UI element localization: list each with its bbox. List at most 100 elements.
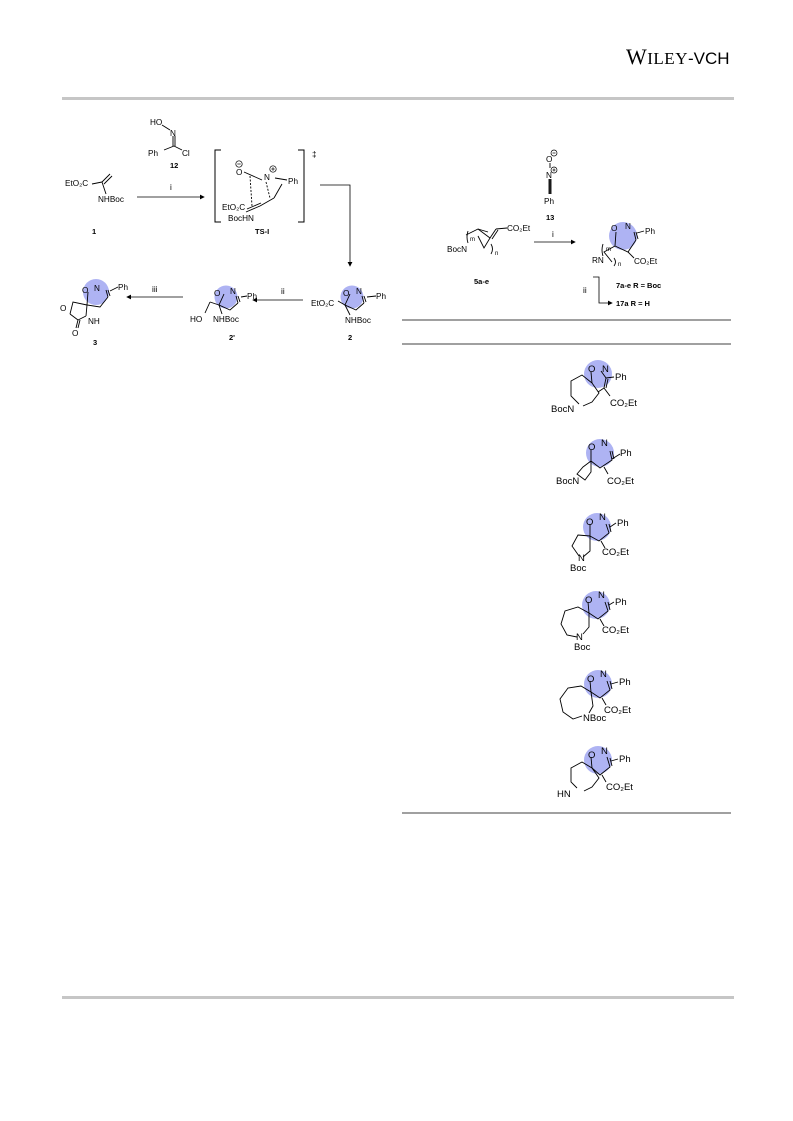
compound-1-ester: EtO₂C — [65, 179, 88, 188]
compound-3-ring-o: O — [60, 304, 66, 313]
reagent-12 — [161, 124, 183, 151]
svg-text:N: N — [599, 512, 606, 523]
compound-5-ester: CO₂Et — [507, 224, 531, 233]
svg-text:Ph: Ph — [615, 372, 627, 383]
header-rule — [62, 97, 734, 100]
svg-text:N: N — [601, 438, 608, 449]
reagent-12-oh: HO — [150, 118, 162, 127]
compound-5 — [465, 227, 508, 255]
svg-text:CO₂Et: CO₂Et — [606, 782, 633, 793]
svg-text:CO₂Et: CO₂Et — [602, 625, 629, 636]
compound-7-rn: RN — [592, 256, 604, 265]
compound-5-n-sub: n — [495, 251, 498, 257]
compound-7-o: O — [611, 224, 617, 233]
step-ii-right-label: ii — [583, 286, 587, 295]
svg-text:Ph: Ph — [615, 597, 627, 608]
compound-3 — [69, 286, 119, 329]
svg-text:N: N — [598, 590, 605, 601]
compound-3-ph: Ph — [118, 283, 128, 292]
table-product-5: O N Ph CO₂Et NBoc — [559, 669, 631, 724]
compound-2 — [337, 293, 377, 316]
footer-rule — [62, 996, 734, 999]
reagent-13-ph: Ph — [544, 197, 554, 206]
table-product-6: O N Ph CO₂Et HN — [557, 746, 633, 800]
compound-7-ph: Ph — [645, 227, 655, 236]
svg-text:CO₂Et: CO₂Et — [604, 705, 631, 716]
svg-text:NBoc: NBoc — [583, 713, 606, 724]
svg-text:HN: HN — [557, 789, 571, 800]
label-7: 7a-e R = Boc — [616, 281, 661, 290]
compound-5-m: m — [470, 237, 475, 243]
reagent-13-n: N — [546, 171, 552, 180]
reagent-13-o: O — [546, 155, 552, 164]
svg-text:Boc: Boc — [570, 563, 587, 574]
reagent-13-plus — [550, 166, 558, 174]
compound-2p-amine: NHBoc — [213, 315, 239, 324]
svg-text:Boc: Boc — [574, 642, 591, 653]
label-2: 2 — [348, 333, 352, 342]
step-i-left-label: i — [170, 183, 172, 192]
svg-text:Ph: Ph — [619, 677, 631, 688]
svg-text:Ph: Ph — [620, 448, 632, 459]
svg-text:CO₂Et: CO₂Et — [610, 398, 637, 409]
svg-text:O: O — [587, 674, 594, 685]
compound-1-amine: NHBoc — [98, 195, 124, 204]
label-12: 12 — [170, 161, 178, 170]
compound-2p-ph: Ph — [247, 292, 257, 301]
publisher-logo: WILEY-VCH — [626, 44, 730, 70]
svg-text:BocN: BocN — [551, 404, 574, 415]
compound-2p-ho: HO — [190, 315, 202, 324]
svg-text:N: N — [576, 632, 583, 643]
ts-brackets — [214, 149, 305, 223]
reagent-12-cl: Cl — [182, 149, 190, 158]
svg-text:O: O — [588, 750, 595, 761]
step-iii-label: iii — [152, 285, 158, 294]
label-3: 3 — [93, 338, 97, 347]
ts-ester: EtO₂C — [222, 203, 245, 212]
label-2p: 2' — [229, 333, 235, 342]
label-13: 13 — [546, 213, 554, 222]
compound-3-highlight — [83, 279, 109, 305]
compound-2p-n: N — [230, 287, 236, 296]
compound-3-o: O — [82, 286, 88, 295]
compound-2-amine: NHBoc — [345, 316, 371, 325]
label-ts: TS-I — [255, 227, 269, 236]
svg-text:N: N — [578, 553, 585, 564]
compound-3-carbonyl-o: O — [72, 329, 78, 338]
svg-text:N: N — [600, 669, 607, 680]
compound-7-highlight — [609, 222, 637, 250]
svg-text:O: O — [588, 364, 595, 375]
arrow-to-2 — [320, 184, 353, 267]
compound-7-n-sub: n — [618, 262, 621, 268]
compound-7 — [601, 230, 645, 267]
compound-2p — [204, 293, 248, 315]
compound-7-ester: CO₂Et — [634, 257, 658, 266]
compound-2-ph: Ph — [376, 292, 386, 301]
svg-text:O: O — [586, 517, 593, 528]
reagent-13 — [548, 163, 552, 194]
label-1: 1 — [92, 227, 96, 236]
compound-7-n: N — [625, 222, 631, 231]
ts-double-dagger: ‡ — [312, 150, 317, 159]
step-ii-left-label: ii — [281, 287, 285, 296]
ts-o: O — [236, 168, 242, 177]
svg-text:CO₂Et: CO₂Et — [602, 547, 629, 558]
publisher-suffix: -VCH — [687, 49, 730, 68]
compound-2p-o: O — [214, 289, 220, 298]
compound-2-ester: EtO₂C — [311, 299, 334, 308]
table-product-4: O N Ph CO₂Et N Boc — [560, 590, 629, 653]
ts-plus-charge — [269, 165, 277, 173]
step-i-right-label: i — [552, 230, 554, 239]
reagent-12-ph: Ph — [148, 149, 158, 158]
compound-3-n: N — [94, 284, 100, 293]
svg-text:O: O — [585, 595, 592, 606]
svg-text:CO₂Et: CO₂Et — [607, 476, 634, 487]
ts-bonds — [243, 171, 288, 213]
label-5: 5a-e — [474, 277, 489, 286]
ts-ph: Ph — [288, 177, 298, 186]
svg-text:N: N — [601, 746, 608, 757]
svg-text:Ph: Ph — [617, 518, 629, 529]
table-product-1: O N Ph CO₂Et BocN — [551, 360, 637, 415]
